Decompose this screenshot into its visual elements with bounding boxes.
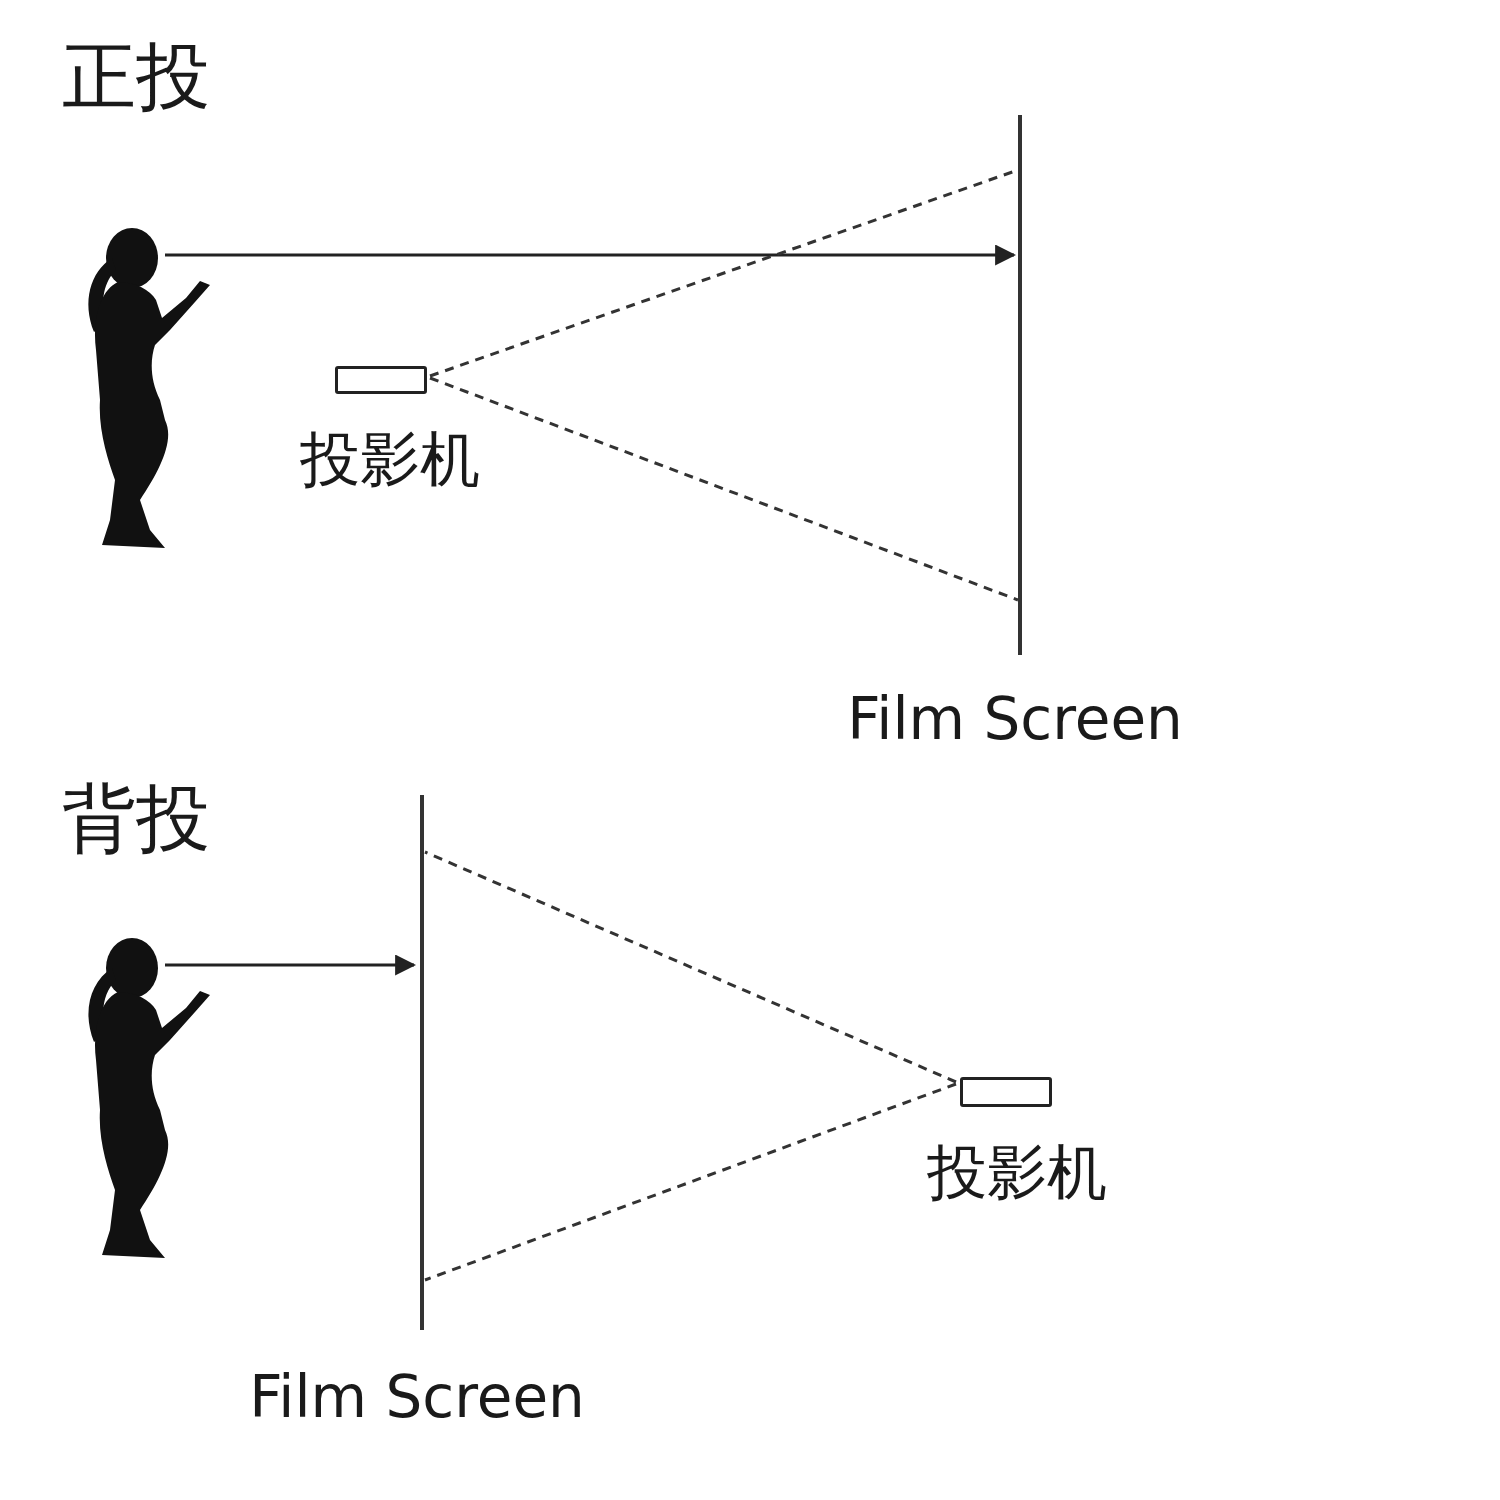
screen-line [420,795,424,1330]
screen-line [1018,115,1022,655]
projector-label: 投影机 [275,426,505,492]
projector-body [335,366,427,394]
section-heading: 背投 [62,778,210,859]
viewer-silhouette [88,938,210,1258]
screen-label: Film Screen [249,1366,585,1430]
projector-body [960,1077,1052,1107]
projection-beam [425,852,956,1082]
projector: 投影机 [902,1077,1132,1205]
view-arrow [165,964,414,967]
projection-beam [425,1084,956,1280]
projector-label: 投影机 [902,1139,1132,1205]
viewer-silhouette [88,228,210,548]
projection-beam [430,378,1018,600]
projector: 投影机 [275,366,505,492]
view-arrow [165,254,1014,257]
projection-beam [430,170,1018,376]
section-heading: 正投 [62,36,210,117]
screen-label: Film Screen [847,688,1183,752]
